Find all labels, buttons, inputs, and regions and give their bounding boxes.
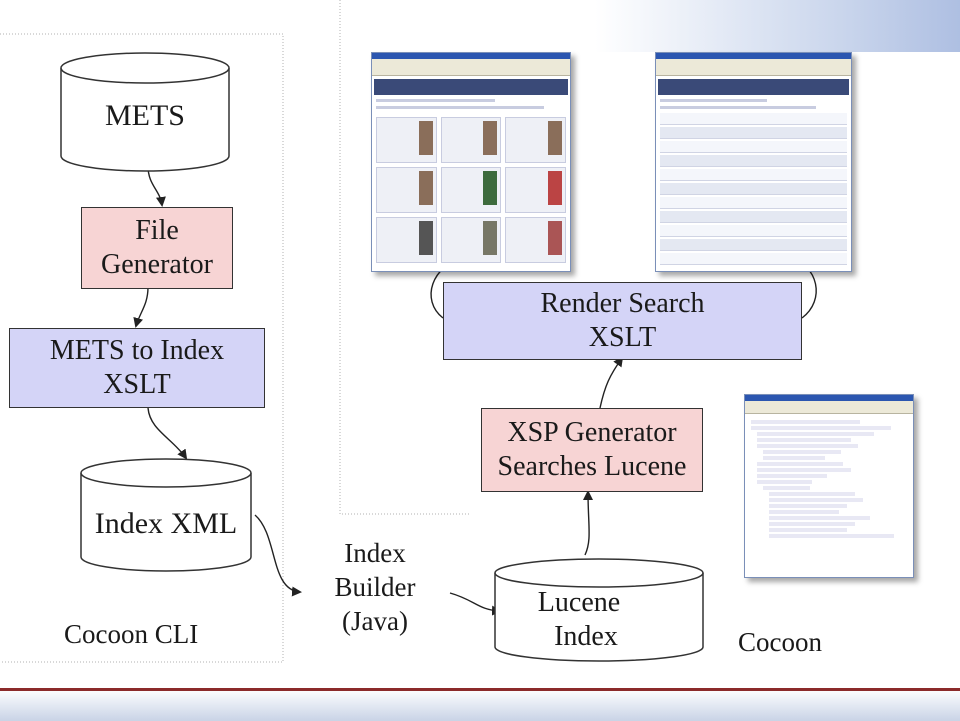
index-xml-label: Index XML bbox=[94, 507, 238, 540]
index-builder-line3: (Java) bbox=[342, 606, 408, 636]
file-generator-line2: Generator bbox=[101, 249, 213, 280]
xsp-generator-box: XSP Generator Searches Lucene bbox=[481, 408, 703, 492]
arrow-index-xml-to-index-builder bbox=[254, 514, 302, 597]
index-builder-line2: Builder bbox=[334, 572, 416, 602]
index-xml-cylinder: Index XML bbox=[80, 458, 252, 572]
arrow-mets-xslt-to-index-xml bbox=[147, 407, 188, 460]
mets-label: METS bbox=[104, 99, 185, 132]
render-search-line1: Render Search bbox=[540, 288, 705, 319]
search-results-list-screenshot bbox=[655, 52, 852, 272]
mets-to-index-line2: XSLT bbox=[103, 369, 171, 400]
lucene-index-label: Lucene Index bbox=[494, 586, 664, 654]
file-generator-box: File Generator bbox=[81, 207, 233, 289]
cocoon-caption: Cocoon bbox=[738, 627, 822, 657]
arrow-index-builder-to-lucene bbox=[449, 592, 502, 616]
cocoon-region-border bbox=[339, 0, 470, 515]
index-builder-line1: Index bbox=[344, 538, 406, 568]
index-builder-label: Index Builder (Java) bbox=[300, 536, 450, 638]
search-results-thumbnail-screenshot bbox=[371, 52, 571, 272]
slide-footer-band bbox=[0, 688, 960, 721]
lucene-index-line1: Lucene bbox=[537, 587, 621, 618]
lucene-index-line2: Index bbox=[554, 621, 618, 652]
cocoon-cli-caption: Cocoon CLI bbox=[64, 619, 199, 649]
xml-output-screenshot bbox=[744, 394, 914, 578]
arrow-file-generator-to-mets-xslt bbox=[133, 286, 149, 328]
render-search-line2: XSLT bbox=[588, 322, 657, 353]
arrow-lucene-to-xsp bbox=[583, 490, 594, 556]
xsp-generator-line1: XSP Generator bbox=[507, 417, 677, 448]
slide-header-band bbox=[0, 0, 960, 52]
arrow-xsp-to-render bbox=[599, 356, 624, 409]
slide-footer-rule bbox=[0, 688, 960, 691]
render-search-xslt-box: Render Search XSLT bbox=[443, 282, 802, 360]
cocoon-cli-region-border bbox=[0, 33, 284, 663]
xsp-generator-line2: Searches Lucene bbox=[497, 451, 687, 482]
mets-to-index-line1: METS to Index bbox=[49, 335, 225, 366]
lucene-index-cylinder: Lucene Index bbox=[494, 558, 704, 662]
file-generator-line1: File bbox=[135, 215, 179, 246]
mets-cylinder: METS bbox=[60, 52, 230, 172]
mets-to-index-xslt-box: METS to Index XSLT bbox=[9, 328, 265, 408]
